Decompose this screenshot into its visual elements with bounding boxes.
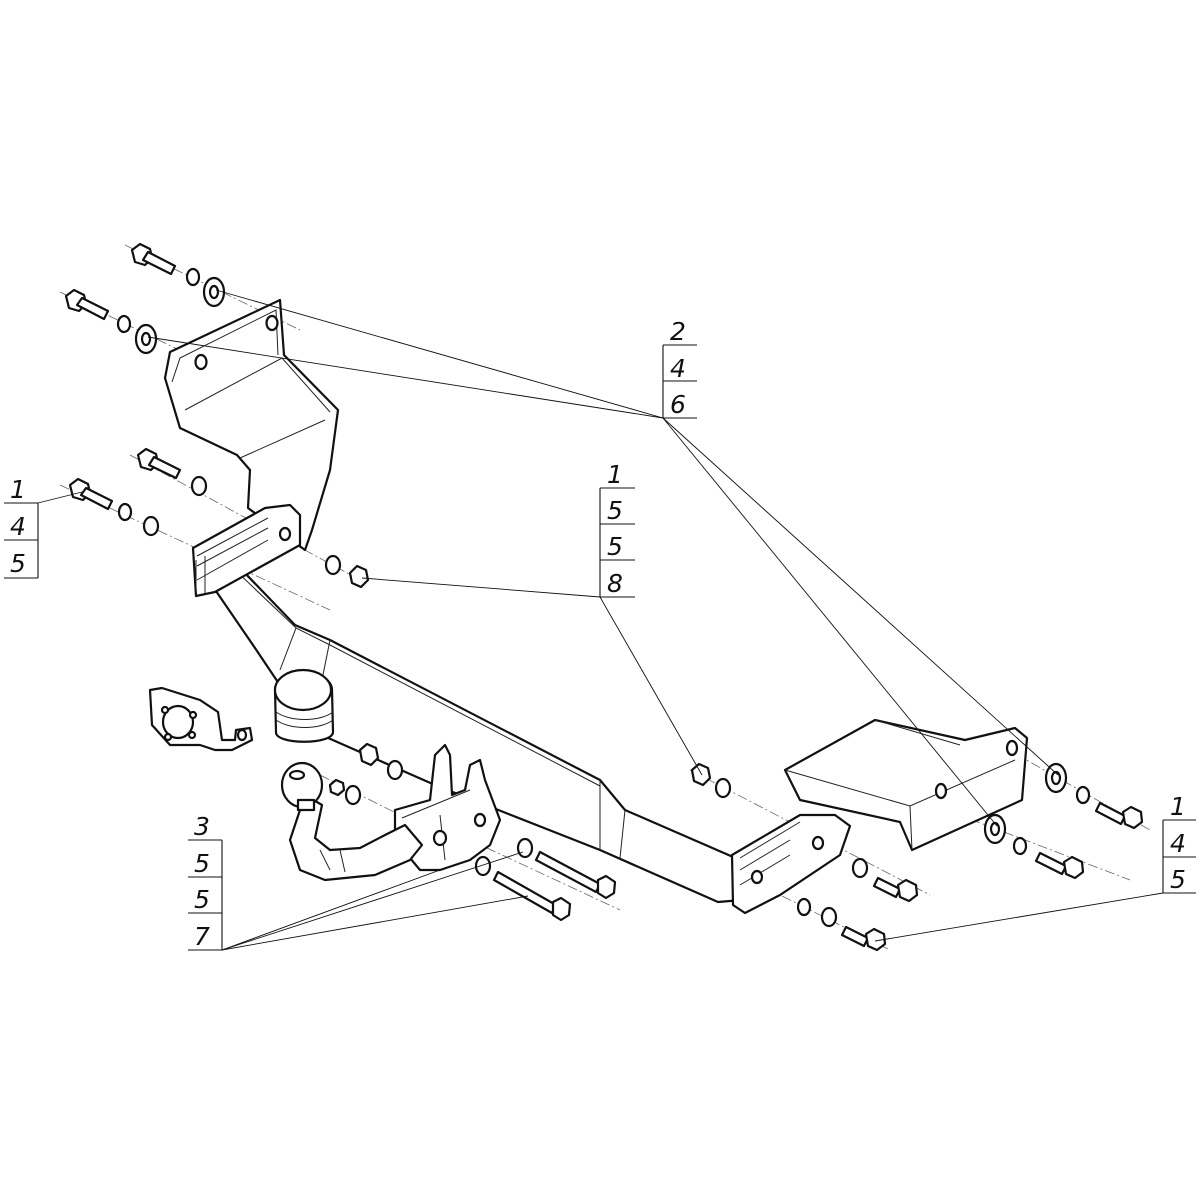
electrical-socket-plate (148, 686, 254, 752)
middle-left-bolt-set-1 (136, 447, 208, 497)
right-lower-bolt-set-1 (851, 857, 919, 903)
callout-upper-line-2: 4 (670, 354, 686, 383)
callout-left-line-3: 5 (10, 549, 26, 578)
callout-left: 1 4 5 (4, 475, 39, 579)
middle-left-bolt-set-2 (68, 477, 160, 537)
right-lower-bolt-set-2 (796, 897, 887, 952)
callout-lower-left-line-3: 5 (194, 885, 210, 914)
callout-right-line-1: 1 (1170, 792, 1186, 821)
callout-right-line-3: 5 (1170, 865, 1186, 894)
callout-left-line-1: 1 (10, 475, 26, 504)
callout-middle-line-1: 1 (607, 460, 623, 489)
callout-right-line-2: 4 (1170, 829, 1186, 858)
callout-middle-line-4: 8 (607, 569, 623, 598)
left-end-plate (191, 503, 302, 598)
callout-lower-left-line-4: 7 (194, 922, 210, 951)
right-end-plate (730, 813, 852, 915)
callout-middle-line-2: 5 (607, 496, 623, 525)
right-upper-bolt-set-2 (983, 813, 1085, 880)
callout-middle-line-3: 5 (607, 532, 623, 561)
callout-lower-left-line-1: 3 (194, 812, 210, 841)
callout-upper: 2 4 6 (662, 317, 697, 419)
ball-cover-cap (273, 668, 335, 743)
callout-upper-line-1: 2 (670, 317, 686, 346)
leader-lines (37, 289, 1164, 951)
right-inner-nut-set (690, 762, 732, 799)
receiver-nut-set-1 (358, 742, 404, 781)
left-nut-set (324, 554, 370, 589)
tow-ball (280, 761, 424, 882)
callout-lower-left-line-2: 5 (194, 849, 210, 878)
receiver-nut-set-2 (328, 778, 362, 806)
callout-right: 1 4 5 (1162, 792, 1196, 894)
receiver-bolt-2 (474, 855, 572, 922)
upper-bolt-set-1 (130, 242, 226, 308)
left-mounting-bracket (163, 298, 340, 552)
right-mounting-bracket (783, 718, 1029, 852)
hitch-receiver-bracket (393, 743, 502, 872)
callout-middle: 1 5 5 8 (599, 460, 635, 598)
callout-upper-line-3: 6 (670, 390, 686, 419)
callout-left-line-2: 4 (10, 512, 26, 541)
callout-lower-left: 3 5 5 7 (188, 812, 223, 951)
right-upper-bolt-set-1 (1044, 762, 1144, 830)
receiver-bolt-1 (516, 837, 617, 900)
upper-bolt-set-2 (64, 288, 158, 355)
